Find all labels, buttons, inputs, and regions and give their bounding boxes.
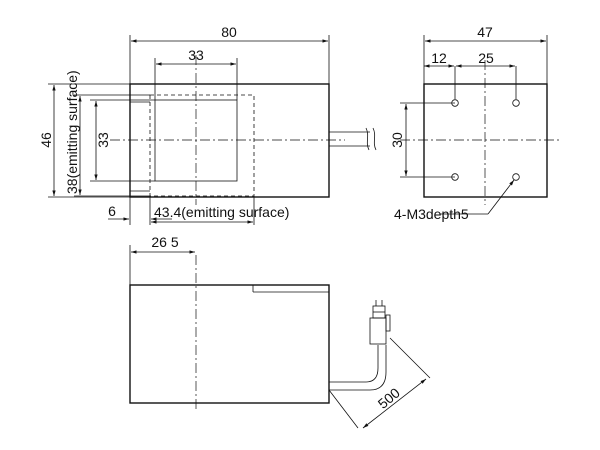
front-view: 80 33 46 38(emitting surface) 33 6 43.4(… — [38, 24, 377, 225]
dim-label-6: 6 — [108, 203, 116, 219]
hole-note: 4-M3depth5 — [394, 206, 469, 222]
mounting-hole — [512, 173, 520, 181]
dim-label-33-v: 33 — [95, 132, 111, 148]
top-view: 26 5 500 — [129, 234, 431, 429]
dim-label-46: 46 — [38, 132, 54, 148]
dim-label-12: 12 — [431, 50, 447, 66]
dim-label-43-4: 43.4(emitting surface) — [154, 204, 289, 220]
top-body-outline — [129, 284, 330, 404]
cable-wire — [329, 345, 379, 383]
dim-label-47: 47 — [477, 24, 493, 40]
side-body-outline — [423, 83, 548, 198]
mounting-hole — [512, 99, 520, 107]
dim-label-26-5: 26 5 — [151, 234, 178, 250]
connector-body — [369, 317, 387, 345]
side-view: 47 12 25 30 4-M3depth5 — [389, 24, 560, 222]
hole-leader-line — [487, 179, 515, 215]
dim-line-500 — [362, 378, 427, 429]
dim-label-25: 25 — [478, 50, 494, 66]
cable-break — [365, 127, 370, 151]
dim-label-30: 30 — [389, 132, 405, 148]
dim-label-80: 80 — [221, 24, 237, 40]
dim-label-33-h: 33 — [188, 47, 204, 63]
dim-label-500: 500 — [375, 384, 403, 411]
dim-label-38: 38(emitting surface) — [64, 70, 80, 194]
emitting-surface-outline — [149, 94, 255, 197]
front-body-outline — [129, 83, 330, 198]
